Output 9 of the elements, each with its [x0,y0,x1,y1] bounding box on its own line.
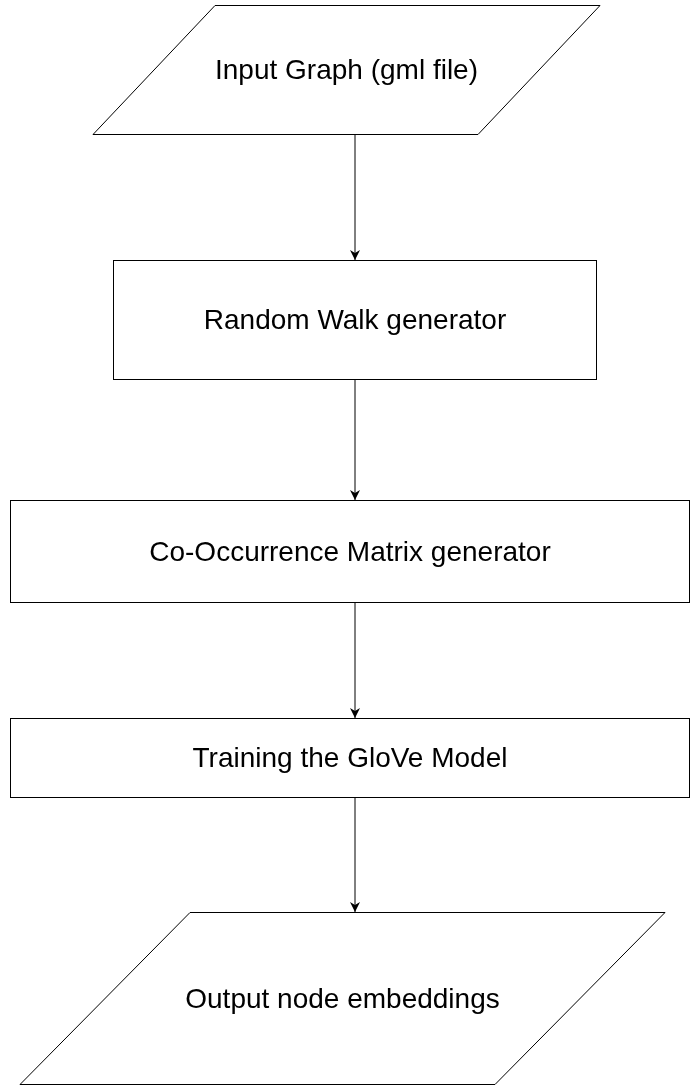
arrow [350,602,360,719]
arrow [350,797,360,913]
node-label: Output node embeddings [185,982,500,1015]
node-label: Training the GloVe Model [192,742,508,774]
arrow [350,379,360,501]
node-label: Random Walk generator [203,304,507,336]
node-label: Input Graph (gml file) [215,54,478,86]
arrow [350,134,360,261]
node-label: Co-Occurrence Matrix generator [149,535,551,568]
